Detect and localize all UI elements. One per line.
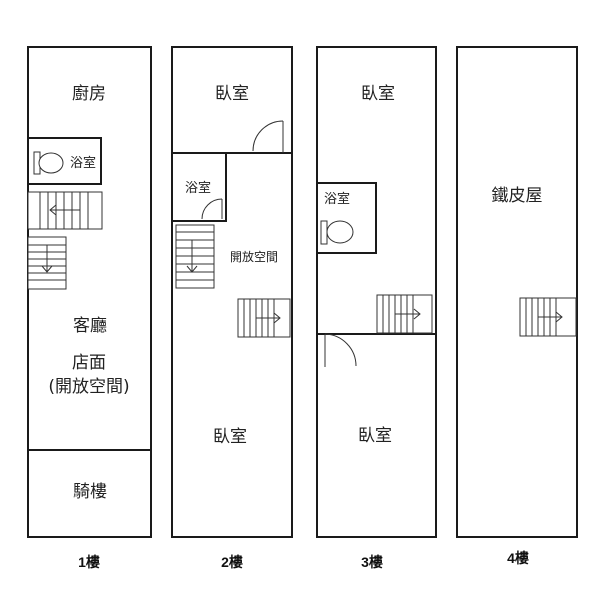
floor-4: 鐵皮屋 4樓 xyxy=(456,46,578,566)
stair-icon xyxy=(27,191,103,230)
floor-3: 臥室 浴室 臥室 3樓 xyxy=(316,46,437,570)
door-icon xyxy=(201,198,223,220)
bathroom-label: 浴室 xyxy=(324,191,350,207)
bedroom-front-label: 臥室 xyxy=(215,84,249,104)
door-icon xyxy=(324,333,357,367)
kitchen-label: 廚房 xyxy=(72,83,106,104)
arcade-label: 騎樓 xyxy=(73,482,107,502)
iron-house-label: 鐵皮屋 xyxy=(492,186,543,206)
floor-3-outline xyxy=(316,46,437,538)
stair-icon xyxy=(237,298,291,338)
floor-4-title: 4樓 xyxy=(507,550,529,566)
toilet-icon xyxy=(320,220,354,245)
floor-2-title: 2樓 xyxy=(221,554,243,570)
floor-1-title: 1樓 xyxy=(78,554,100,570)
floor-2-bathroom-wall xyxy=(171,152,227,222)
floor-2-outline xyxy=(171,46,293,538)
open-space-label: 開放空間 xyxy=(230,249,278,264)
bedroom-back-label: 臥室 xyxy=(358,426,392,446)
stair-icon xyxy=(175,224,215,289)
floor-1-outline xyxy=(27,46,152,538)
bedroom-back-label: 臥室 xyxy=(213,427,247,447)
stair-icon xyxy=(519,297,577,337)
bedroom-front-label: 臥室 xyxy=(361,84,395,104)
bathroom-label: 浴室 xyxy=(70,155,96,171)
floor-1-bathroom-wall xyxy=(27,137,102,185)
door-icon xyxy=(252,120,284,153)
shop-note-label: (開放空間) xyxy=(48,377,129,397)
bathroom-label: 浴室 xyxy=(185,180,211,196)
floor-1: 廚房 浴室 客廳 店面 (開放空間) 騎樓 1樓 xyxy=(27,46,152,570)
floor-3-title: 3樓 xyxy=(361,554,383,570)
floor-3-bathroom-wall xyxy=(316,182,377,254)
floor-4-outline xyxy=(456,46,578,538)
shop-label: 店面 xyxy=(72,353,106,373)
living-room-label: 客廳 xyxy=(73,316,107,336)
stair-icon xyxy=(376,294,433,334)
stair-icon xyxy=(27,236,67,290)
toilet-icon xyxy=(33,151,64,175)
floor-2: 臥室 浴室 開放空間 臥室 2樓 xyxy=(171,46,293,570)
